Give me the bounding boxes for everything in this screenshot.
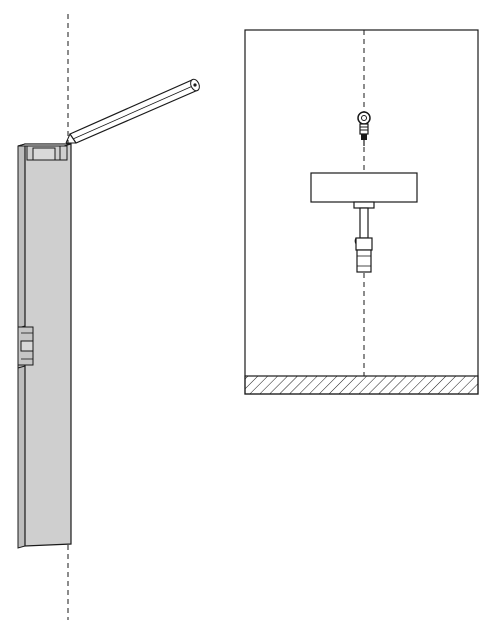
hex-key-icon bbox=[65, 78, 200, 144]
top-hinge-icon bbox=[26, 145, 68, 161]
door-panel-section bbox=[310, 172, 418, 203]
top-pivot-pin-icon bbox=[357, 111, 371, 146]
left-figure bbox=[17, 14, 200, 620]
middle-hinge-icon bbox=[17, 326, 34, 366]
door-panel-icon bbox=[17, 143, 72, 549]
hatched-floor bbox=[244, 375, 479, 395]
bottom-pivot-assembly-icon bbox=[353, 201, 375, 273]
door-panel-cut-lower bbox=[17, 365, 26, 369]
right-figure bbox=[244, 29, 479, 395]
